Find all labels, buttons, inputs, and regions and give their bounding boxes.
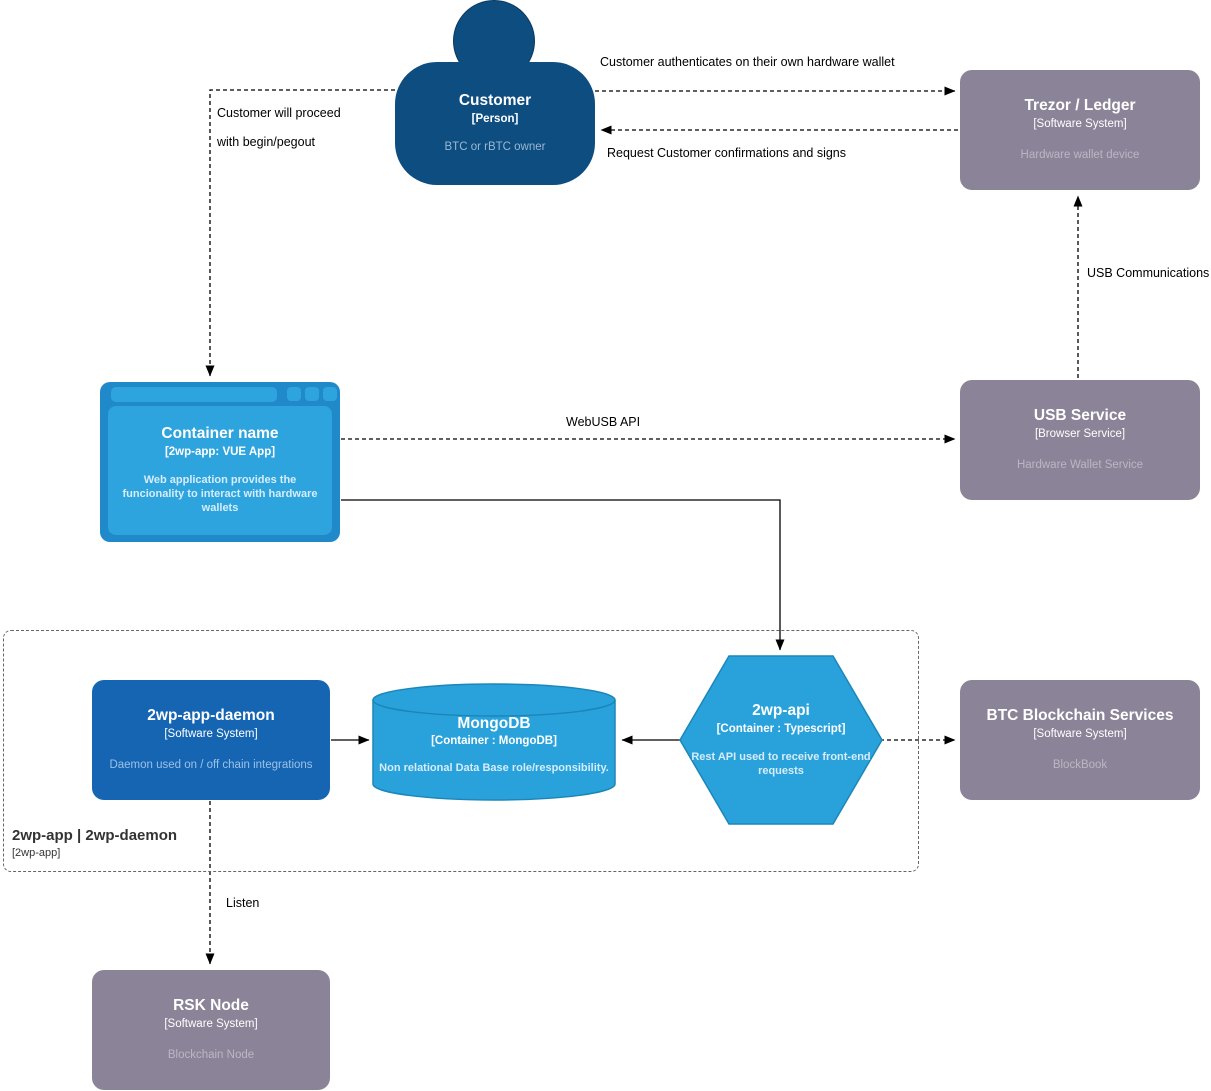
node-title: Trezor / Ledger	[1024, 97, 1136, 115]
edge-label-listen: Listen	[226, 896, 260, 910]
edge-label-proceed-line1: Customer will proceed	[217, 106, 341, 120]
edge-label-authenticate: Customer authenticates on their own hard…	[600, 55, 895, 69]
webapp-panel: Container name [2wp-app: VUE App] Web ap…	[108, 406, 332, 535]
node-title: Container name	[161, 425, 279, 443]
node-subtitle: [Person]	[471, 113, 519, 126]
node-description: Web application provides the funcionalit…	[122, 473, 318, 515]
node-title: 2wp-api	[752, 701, 810, 719]
edge-label-confirmations: Request Customer confirmations and signs	[607, 146, 847, 160]
node-description: Daemon used on / off chain integrations	[109, 758, 313, 771]
edge-webapp-to-api	[341, 499, 785, 651]
node-title: 2wp-app-daemon	[147, 707, 275, 725]
browser-button-icon	[305, 387, 319, 401]
node-subtitle: [Container : Typescript]	[716, 722, 846, 735]
node-customer: Customer [Person] BTC or rBTC owner	[395, 62, 595, 185]
boundary-2wp-app	[3, 630, 919, 872]
node-description: Rest API used to receive front-end reque…	[691, 750, 871, 777]
browser-button-icon	[287, 387, 301, 401]
node-title: USB Service	[1033, 407, 1127, 425]
node-subtitle: [Software System]	[164, 728, 258, 741]
browser-address-bar	[111, 387, 277, 402]
node-trezor-ledger: Trezor / Ledger [Software System] Hardwa…	[960, 70, 1200, 190]
edge-label-usb-communications: USB Communications	[1087, 266, 1210, 280]
edge-customer-to-webapp	[205, 89, 395, 377]
node-description: Hardware wallet device	[1020, 148, 1140, 161]
edge-label-proceed-line2: with begin/pegout	[217, 135, 315, 149]
node-mongodb: MongoDB [Container : MongoDB] Non relati…	[373, 692, 615, 798]
browser-button-icon	[323, 387, 337, 401]
node-description: Non relational Data Base role/responsibi…	[379, 762, 609, 775]
node-title: RSK Node	[173, 997, 249, 1015]
node-description: BlockBook	[1052, 758, 1108, 771]
node-rsk-node: RSK Node [Software System] Blockchain No…	[92, 970, 330, 1090]
node-description: BTC or rBTC owner	[444, 140, 546, 153]
boundary-subtitle: [2wp-app]	[12, 847, 61, 859]
node-title: MongoDB	[457, 714, 531, 732]
edge-label-webusb-api: WebUSB API	[566, 415, 641, 429]
node-description: Blockchain Node	[167, 1048, 255, 1061]
node-title: Customer	[458, 92, 532, 110]
node-subtitle: [Software System]	[1033, 728, 1127, 741]
node-btc-blockchain-services: BTC Blockchain Services [Software System…	[960, 680, 1200, 800]
node-subtitle: [Browser Service]	[1034, 428, 1126, 441]
node-2wp-app-daemon: 2wp-app-daemon [Software System] Daemon …	[92, 680, 330, 800]
node-title: BTC Blockchain Services	[986, 707, 1174, 725]
node-subtitle: [Software System]	[164, 1018, 258, 1031]
node-2wp-api: 2wp-api [Container : Typescript] Rest AP…	[686, 656, 876, 824]
node-subtitle: [2wp-app: VUE App]	[164, 446, 276, 459]
node-subtitle: [Container : MongoDB]	[431, 735, 557, 748]
boundary-title: 2wp-app | 2wp-daemon	[12, 827, 178, 844]
node-subtitle: [Software System]	[1033, 118, 1127, 131]
node-usb-service: USB Service [Browser Service] Hardware W…	[960, 380, 1200, 500]
node-webapp-container: Container name [2wp-app: VUE App] Web ap…	[100, 382, 340, 542]
node-description: Hardware Wallet Service	[1016, 458, 1144, 471]
